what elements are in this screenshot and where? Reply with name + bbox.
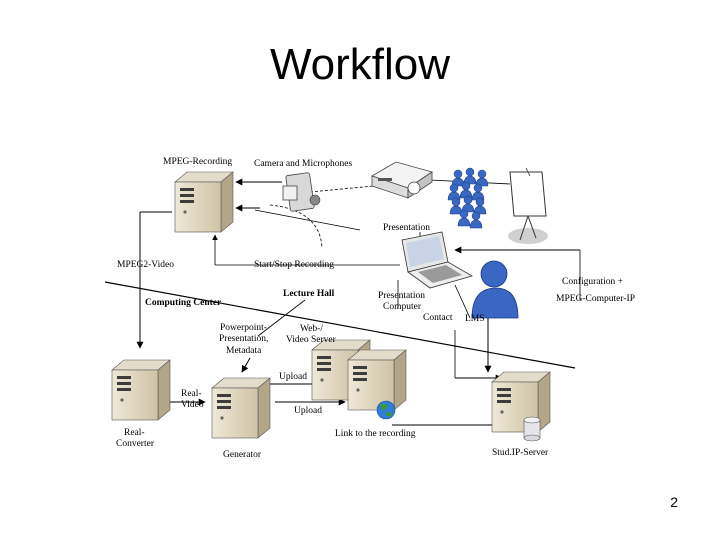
label-upload-2: Upload [294, 406, 322, 416]
label-configuration: Configuration + [562, 276, 623, 287]
laptop-icon [401, 231, 474, 289]
label-generator: Generator [223, 450, 262, 460]
label-presentation-computer-2: Computer [383, 302, 422, 312]
label-computing-center: Computing Center [145, 298, 222, 308]
label-studip-server: Stud.IP-Server [492, 448, 549, 458]
label-real-video-1: Real- [181, 389, 202, 399]
label-mpeg-recording: MPEG-Recording [163, 157, 232, 167]
globe-icon [376, 400, 396, 420]
projector-icon [371, 161, 433, 199]
label-powerpoint-3: Metadata [226, 346, 262, 356]
page-number: 2 [670, 494, 678, 510]
label-start-stop: Start/Stop Recording [254, 260, 334, 270]
label-mpeg2-video: MPEG2-Video [117, 260, 174, 270]
label-lms: LMS [465, 314, 485, 324]
generator-server [211, 377, 271, 439]
label-mpeg-computer-ip: MPEG-Computer-IP [556, 294, 635, 304]
camera-icon [282, 172, 321, 212]
label-real-video-2: Video [181, 400, 204, 410]
label-upload-1: Upload [279, 372, 307, 382]
label-powerpoint-1: Powerpoint- [220, 323, 267, 333]
mpeg-recording-server [174, 171, 234, 233]
label-webserver-2: Video Server [286, 335, 337, 345]
label-link-recording: Link to the recording [335, 429, 416, 439]
label-real-converter-1: Real- [124, 428, 145, 438]
label-lecture-hall: Lecture Hall [283, 289, 335, 299]
database-icon [523, 416, 541, 442]
real-converter-server [111, 359, 171, 421]
label-webserver-1: Web-/ [300, 324, 323, 334]
lms-person-icon [471, 260, 519, 319]
label-presentation: Presentation [383, 223, 430, 233]
label-contact: Contact [423, 313, 453, 323]
label-camera-microphones: Camera and Microphones [254, 159, 352, 169]
audience-icon [447, 167, 489, 229]
web-server-2 [347, 349, 407, 411]
label-presentation-computer-1: Presentation [378, 291, 425, 301]
label-powerpoint-2: Presentation, [219, 334, 268, 344]
slide-title: Workflow [269, 40, 451, 89]
projection-screen-icon [508, 167, 548, 244]
studip-server [491, 371, 551, 433]
label-real-converter-2: Converter [116, 439, 155, 449]
